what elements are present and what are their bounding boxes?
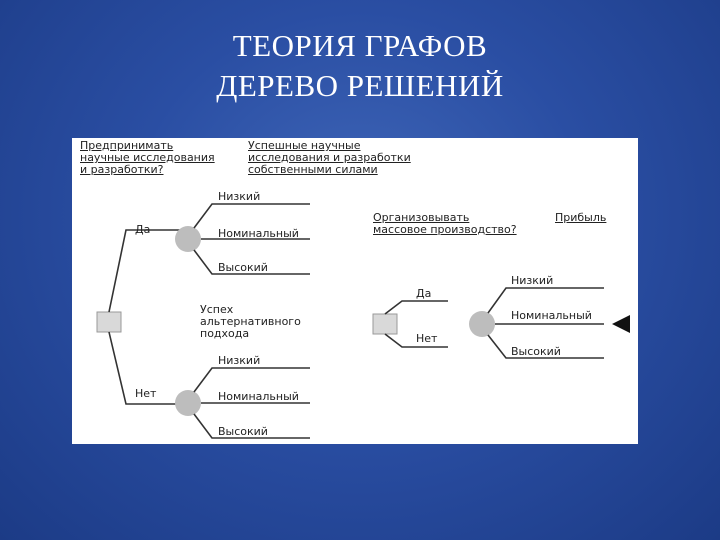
alt-approach-line-2: альтернативного bbox=[200, 315, 301, 328]
title-line-1: ТЕОРИЯ ГРАФОВ bbox=[232, 28, 488, 63]
left-label-yes: Да bbox=[135, 223, 151, 236]
right-decision-node bbox=[372, 313, 398, 335]
left-chance-node-bottom bbox=[175, 390, 201, 416]
top-outcome-low: Низкий bbox=[218, 190, 261, 203]
header-mass-production-line-1: Организовывать bbox=[373, 211, 470, 224]
alt-approach-line-3: подхода bbox=[200, 327, 250, 340]
right-label-yes: Да bbox=[416, 287, 432, 300]
edge-bottom-low bbox=[193, 367, 310, 393]
edge-right-high bbox=[487, 334, 604, 359]
right-label-no: Нет bbox=[416, 332, 438, 345]
bottom-outcome-low: Низкий bbox=[218, 354, 261, 367]
edge-bottom-high bbox=[193, 413, 310, 439]
header-successful-rd-line-3: собственными силами bbox=[248, 163, 378, 176]
header-undertake-rd-line-1: Предпринимать bbox=[80, 139, 174, 152]
left-decision-node bbox=[96, 311, 122, 333]
edge-right-low bbox=[487, 287, 604, 314]
header-successful-rd: Успешные научные исследования и разработ… bbox=[248, 140, 411, 176]
edge-top-high bbox=[193, 249, 310, 275]
left-edge-yes bbox=[108, 229, 184, 313]
alt-approach-line-1: Успех bbox=[200, 303, 234, 316]
left-edge-no bbox=[108, 331, 184, 405]
title-line-2: ДЕРЕВО РЕШЕНИЙ bbox=[216, 68, 504, 103]
right-edge-no bbox=[384, 333, 448, 348]
header-mass-production-line-2: массовое производство? bbox=[373, 223, 517, 236]
edge-top-low bbox=[193, 203, 310, 229]
decision-tree-graphic bbox=[96, 203, 630, 439]
header-successful-rd-line-1: Успешные научные bbox=[248, 139, 361, 152]
left-chance-node-top bbox=[175, 226, 201, 252]
bottom-outcome-nominal: Номинальный bbox=[218, 390, 299, 403]
header-mass-production: Организовывать массовое производство? bbox=[373, 212, 517, 236]
header-undertake-rd-line-3: и разработки? bbox=[80, 163, 164, 176]
alt-approach-label: Успех альтернативного подхода bbox=[200, 304, 301, 340]
bottom-outcome-high: Высокий bbox=[218, 425, 268, 438]
header-undertake-rd: Предпринимать научные исследования и раз… bbox=[80, 140, 215, 176]
right-outcome-high: Высокий bbox=[511, 345, 561, 358]
header-successful-rd-line-2: исследования и разработки bbox=[248, 151, 411, 164]
header-undertake-rd-line-2: научные исследования bbox=[80, 151, 215, 164]
arrow-marker-icon bbox=[612, 315, 630, 333]
right-outcome-nominal: Номинальный bbox=[511, 309, 592, 322]
top-outcome-nominal: Номинальный bbox=[218, 227, 299, 240]
slide-title: ТЕОРИЯ ГРАФОВ ДЕРЕВО РЕШЕНИЙ bbox=[0, 26, 720, 106]
left-label-no: Нет bbox=[135, 387, 157, 400]
header-profit: Прибыль bbox=[555, 211, 607, 224]
right-chance-node bbox=[469, 311, 495, 337]
right-edge-yes bbox=[384, 300, 448, 315]
decision-tree-panel: Предпринимать научные исследования и раз… bbox=[72, 138, 638, 444]
right-outcome-low: Низкий bbox=[511, 274, 554, 287]
top-outcome-high: Высокий bbox=[218, 261, 268, 274]
